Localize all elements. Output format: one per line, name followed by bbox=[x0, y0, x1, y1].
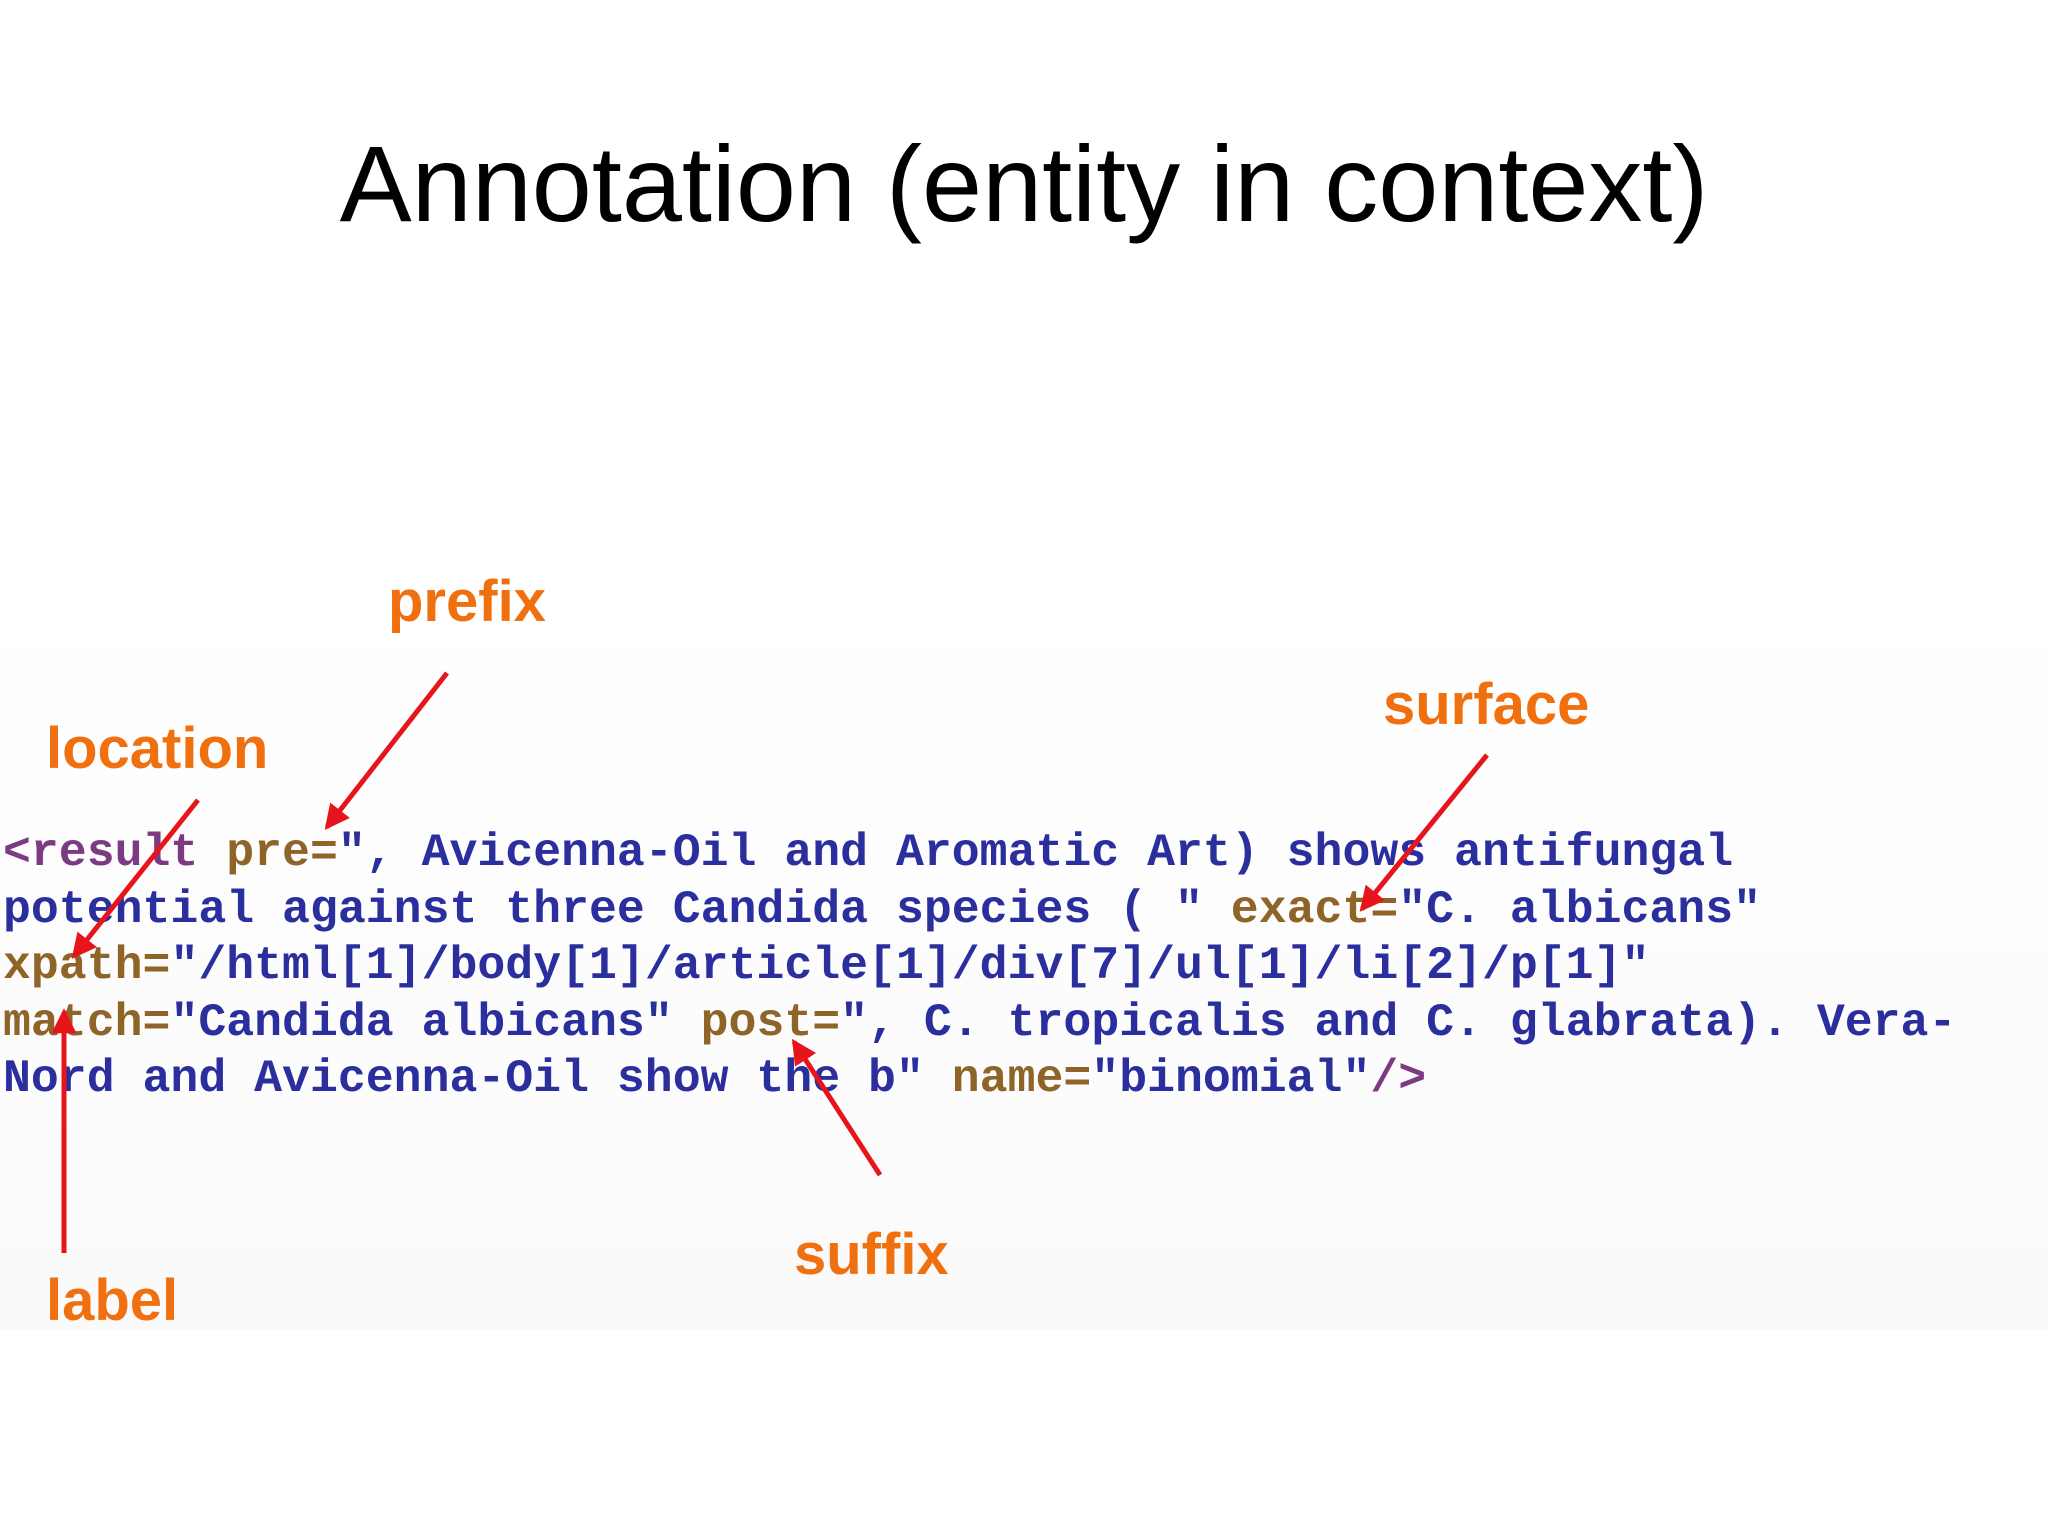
code-line-1: <result pre=", Avicenna-Oil and Aromatic… bbox=[3, 826, 1733, 879]
post-value-part-1: ", C. tropicalis and C. glabrata). Vera- bbox=[840, 995, 1957, 1049]
pre-value-part-2: potential against three Candida species … bbox=[3, 882, 1203, 936]
match-value: "Candida albicans" bbox=[170, 995, 673, 1049]
post-attribute: post= bbox=[672, 995, 841, 1049]
xml-annotation-code: <result pre=", Avicenna-Oil and Aromatic… bbox=[3, 825, 1956, 1108]
result-tag-close: /> bbox=[1370, 1052, 1427, 1105]
match-attribute: match= bbox=[3, 995, 171, 1049]
code-line-3: xpath="/html[1]/body[1]/article[1]/div[7… bbox=[3, 939, 1649, 992]
code-line-4: match="Candida albicans" post=", C. trop… bbox=[3, 996, 1956, 1049]
code-line-5: Nord and Avicenna-Oil show the b" name="… bbox=[3, 1052, 1426, 1105]
name-attribute: name= bbox=[923, 1052, 1092, 1105]
exact-attribute: exact= bbox=[1202, 882, 1399, 936]
name-value: "binomial" bbox=[1091, 1052, 1371, 1105]
annotation-label: label bbox=[46, 1268, 179, 1333]
slide-title: Annotation (entity in context) bbox=[339, 123, 1709, 244]
annotation-surface: surface bbox=[1383, 672, 1590, 737]
annotation-suffix: suffix bbox=[794, 1222, 949, 1287]
code-line-2: potential against three Candida species … bbox=[3, 883, 1761, 936]
post-value-part-2: Nord and Avicenna-Oil show the b" bbox=[3, 1052, 924, 1105]
exact-value: "C. albicans" bbox=[1398, 882, 1762, 936]
pre-attribute: pre= bbox=[198, 826, 338, 879]
annotation-location: location bbox=[46, 716, 269, 781]
xpath-attribute: xpath= bbox=[3, 939, 171, 992]
pre-value-part-1: ", Avicenna-Oil and Aromatic Art) shows … bbox=[337, 826, 1734, 879]
xpath-value: "/html[1]/body[1]/article[1]/div[7]/ul[1… bbox=[170, 939, 1650, 992]
annotation-prefix: prefix bbox=[388, 569, 546, 634]
result-tag-open: <result bbox=[3, 826, 199, 879]
